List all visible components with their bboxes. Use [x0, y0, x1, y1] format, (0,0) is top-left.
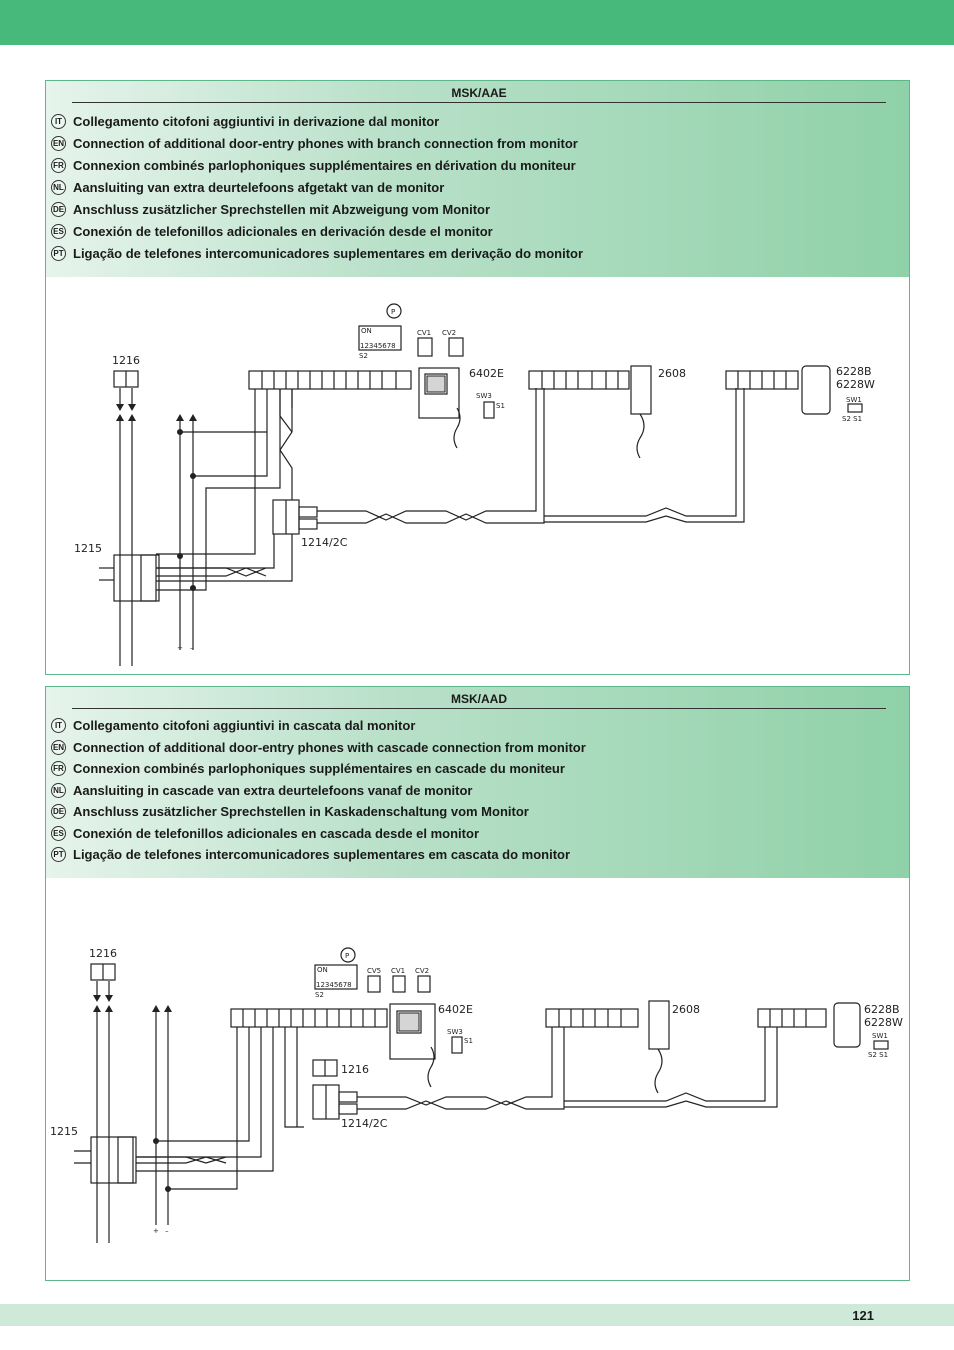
lang-text: Conexión de telefonillos adicionales en …: [73, 223, 493, 239]
label-s2-dip: S2: [359, 352, 368, 360]
section-title: MSK/AAE: [72, 86, 886, 103]
label-6228w: 6228W: [864, 1016, 903, 1029]
label-sw1: SW1: [872, 1032, 888, 1040]
lang-row-de: DE Anschluss zusätzlicher Sprechstellen i…: [51, 801, 529, 821]
label-sw3: SW3: [476, 392, 492, 400]
lang-row-es: ES Conexión de telefonillos adicionales e…: [51, 823, 479, 843]
lang-badge: PT: [51, 245, 66, 261]
lang-row-fr: FR Connexion combinés parlophoniques supp…: [51, 155, 576, 175]
lang-text: Aansluiting van extra deurtelefoons afge…: [73, 179, 445, 195]
label-s1: S1: [464, 1037, 473, 1045]
lang-text: Connexion combinés parlophoniques supplé…: [73, 157, 576, 173]
lang-badge: ES: [51, 825, 66, 841]
lang-text: Connexion combinés parlophoniques supplé…: [73, 760, 565, 776]
lang-row-nl: NL Aansluiting in cascade van extra deurt…: [51, 780, 473, 800]
lang-text: Ligação de telefones intercomunicadores …: [73, 245, 584, 261]
lang-row-de: DE Anschluss zusätzlicher Sprechstellen m…: [51, 199, 490, 219]
top-green-bar: [0, 0, 954, 45]
lang-badge: FR: [51, 157, 66, 173]
lang-text: Aansluiting in cascade van extra deurtel…: [73, 782, 473, 798]
lang-badge: NL: [51, 782, 66, 798]
label-s1: S1: [496, 402, 505, 410]
label-plus: +: [177, 644, 183, 652]
lang-badge: IT: [51, 717, 66, 733]
label-1214-2c: 1214/2C: [341, 1117, 388, 1130]
lang-text: Anschluss zusätzlicher Sprechstellen in …: [73, 803, 529, 819]
lang-text: Conexión de telefonillos adicionales en …: [73, 825, 480, 841]
label-sw3: SW3: [447, 1028, 463, 1036]
lang-badge: EN: [51, 135, 66, 151]
lang-badge: IT: [51, 113, 66, 129]
label-s2-s1: S2 S1: [842, 415, 862, 423]
lang-text: Connection of additional door-entry phon…: [73, 739, 586, 755]
label-cv2: CV2: [415, 967, 429, 975]
lang-text: Ligação de telefones intercomunicadores …: [73, 846, 571, 862]
label-s2-dip: S2: [315, 991, 324, 999]
label-6228w: 6228W: [836, 378, 875, 391]
lang-row-en: EN Connection of additional door-entry ph…: [51, 737, 586, 757]
label-cv1: CV1: [391, 967, 405, 975]
lang-badge: DE: [51, 803, 66, 819]
lang-row-it: IT Collegamento citofoni aggiuntivi in de…: [51, 111, 439, 131]
lang-row-fr: FR Connexion combinés parlophoniques supp…: [51, 758, 565, 778]
label-dip: 12345678: [360, 342, 396, 350]
lang-badge: EN: [51, 739, 66, 755]
bottom-green-bar: 121: [0, 1304, 954, 1326]
lang-badge: DE: [51, 201, 66, 217]
label-2608: 2608: [658, 367, 686, 380]
lang-row-en: EN Connection of additional door-entry ph…: [51, 133, 578, 153]
label-cv2: CV2: [442, 329, 456, 337]
label-2608: 2608: [672, 1003, 700, 1016]
label-1216-top: 1216: [89, 947, 117, 960]
wiring-diagram-cascade: 1216 1216 1215 1214/2C 6402E 2608 6228B …: [50, 947, 903, 1243]
lang-text: Anschluss zusätzlicher Sprechstellen mit…: [73, 201, 491, 217]
label-1215: 1215: [50, 1125, 78, 1138]
lang-badge: PT: [51, 846, 66, 862]
label-on: ON: [317, 966, 328, 974]
lang-badge: ES: [51, 223, 66, 239]
label-minus: –: [165, 1227, 169, 1235]
lang-text: Connection of additional door-entry phon…: [73, 135, 578, 151]
label-1214-2c: 1214/2C: [301, 536, 348, 549]
label-plus: +: [153, 1227, 159, 1235]
label-1215: 1215: [74, 542, 102, 555]
section-msk-aad: MSK/AAD IT Collegamento citofoni aggiunti…: [45, 686, 910, 1281]
label-minus: –: [190, 644, 194, 652]
label-1216: 1216: [112, 354, 140, 367]
label-s2-s1: S2 S1: [868, 1051, 888, 1059]
lang-row-it: IT Collegamento citofoni aggiuntivi in ca…: [51, 715, 415, 735]
label-6402e: 6402E: [469, 367, 504, 380]
label-cv5: CV5: [367, 967, 381, 975]
section-header: MSK/AAD IT Collegamento citofoni aggiunti…: [46, 687, 909, 878]
lang-text: Collegamento citofoni aggiuntivi in deri…: [73, 113, 440, 129]
label-p: P: [345, 952, 349, 960]
label-on: ON: [361, 327, 372, 335]
section-title: MSK/AAD: [72, 692, 886, 709]
lang-badge: FR: [51, 760, 66, 776]
label-1216-mid: 1216: [341, 1063, 369, 1076]
lang-row-pt: PT Ligação de telefones intercomunicadore…: [51, 243, 583, 263]
section-msk-aae: MSK/AAE IT Collegamento citofoni aggiunti…: [45, 80, 910, 675]
lang-row-nl: NL Aansluiting van extra deurtelefoons af…: [51, 177, 444, 197]
lang-badge: NL: [51, 179, 66, 195]
lang-row-pt: PT Ligação de telefones intercomunicadore…: [51, 844, 570, 864]
section-header: MSK/AAE IT Collegamento citofoni aggiunti…: [46, 81, 909, 277]
page-number: 121: [852, 1308, 874, 1323]
label-dip: 12345678: [316, 981, 352, 989]
label-6228b: 6228B: [836, 365, 872, 378]
label-sw1: SW1: [846, 396, 862, 404]
label-6228b: 6228B: [864, 1003, 900, 1016]
lang-row-es: ES Conexión de telefonillos adicionales e…: [51, 221, 493, 241]
label-cv1: CV1: [417, 329, 431, 337]
wiring-diagram-branch: 1216 1215 1214/2C 6402E 2608 6228B 6228W…: [74, 303, 875, 666]
lang-text: Collegamento citofoni aggiuntivi in casc…: [73, 717, 416, 733]
label-6402e: 6402E: [438, 1003, 473, 1016]
label-p: P: [391, 308, 395, 316]
